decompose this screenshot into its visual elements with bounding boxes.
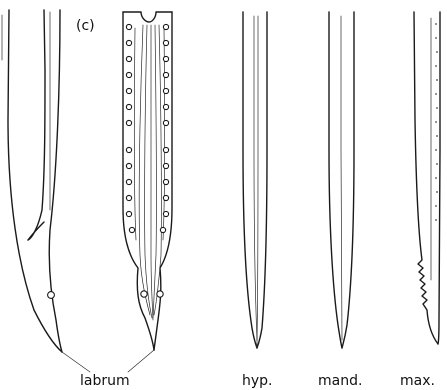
labrum-ventral-view [123,12,172,350]
maxilla-dots [435,23,438,221]
max-label: max. [400,373,435,389]
panel-label: (c) [76,18,95,34]
mandible: mand. [318,12,362,389]
sensory-pits-left [126,24,134,232]
mand-label: mand. [318,373,362,389]
labrum-label-group: labrum [62,350,154,389]
maxilla: max. [400,12,440,389]
hyp-label: hyp. [242,373,273,389]
hypopharynx: hyp. [242,12,273,389]
labrum-label: labrum [80,373,130,389]
labrum-side-view [2,10,62,352]
